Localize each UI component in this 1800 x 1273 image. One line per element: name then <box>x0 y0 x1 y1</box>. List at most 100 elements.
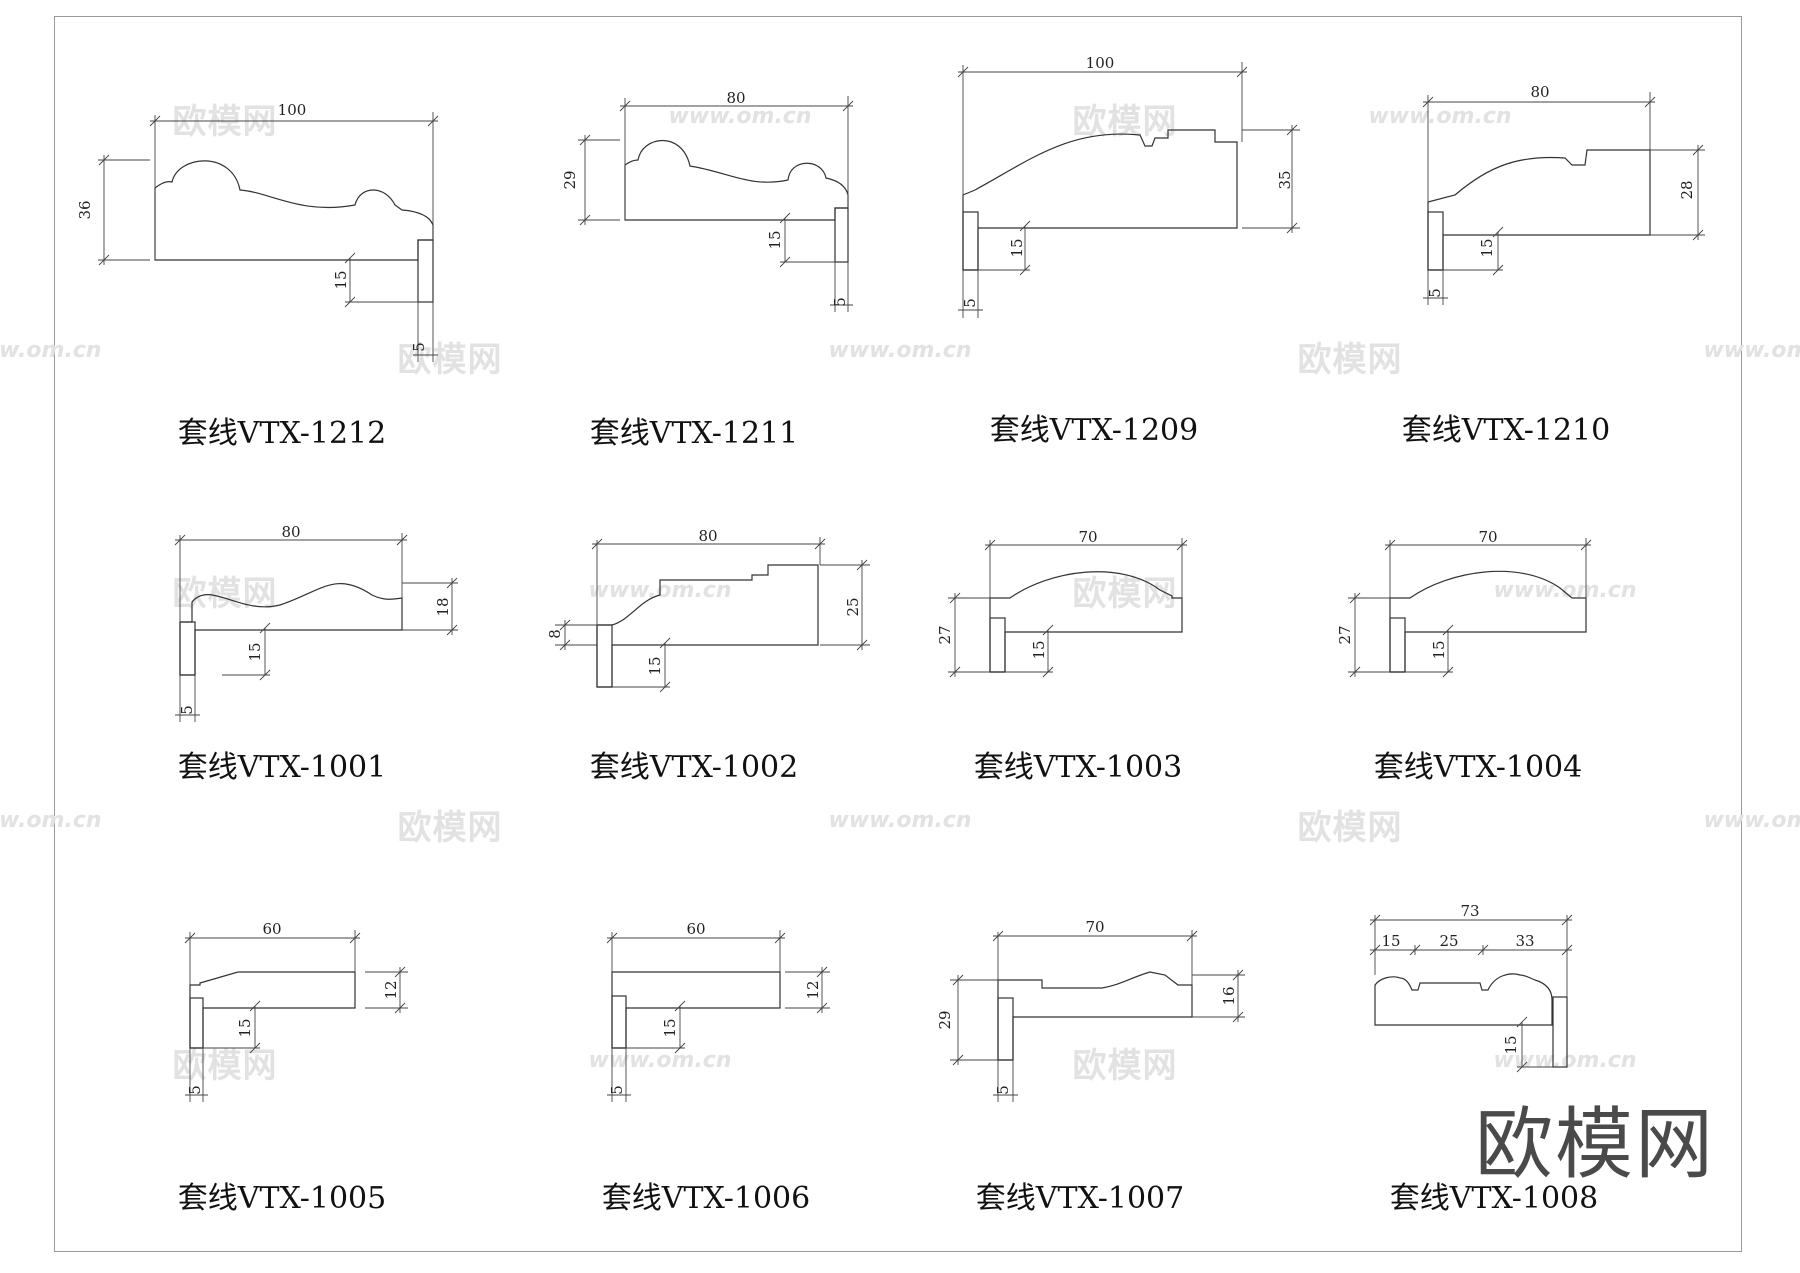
profile-outline <box>596 564 819 688</box>
profile-leg <box>1427 211 1444 271</box>
dim-thickness: 5 <box>178 705 196 715</box>
caption-vtx-1006: 套线VTX-1006 <box>601 1181 811 1216</box>
profile-leg <box>962 211 979 271</box>
watermark-text: 欧模网 <box>1072 574 1178 614</box>
caption-vtx-1008: 套线VTX-1008 <box>1389 1181 1599 1216</box>
dim-width: 73 <box>1460 902 1479 920</box>
watermark-url: www.om.cn <box>1703 808 1800 833</box>
dim-step: 8 <box>546 629 564 639</box>
profile-outline <box>611 971 781 1049</box>
watermark-text: 欧模网 <box>1072 102 1178 142</box>
dim-height: 27 <box>1336 625 1354 644</box>
dim-thickness: 5 <box>410 342 428 352</box>
caption-vtx-1210: 套线VTX-1210 <box>1401 413 1611 448</box>
watermark-text: 欧模网 <box>172 574 278 614</box>
dim-leg: 15 <box>236 1018 254 1037</box>
profile-outline <box>179 583 403 676</box>
dim-height: 18 <box>434 597 452 616</box>
profile-vtx-1006: 60 12 15 5 <box>606 920 830 1102</box>
dim-segment-1: 15 <box>1381 932 1400 950</box>
dim-leg: 15 <box>661 1018 679 1037</box>
dim-width: 60 <box>686 920 705 938</box>
caption-vtx-1212: 套线VTX-1212 <box>177 416 387 451</box>
dim-leg: 15 <box>332 270 350 289</box>
profile-leg <box>179 621 196 676</box>
profile-vtx-1212: 100 36 15 5 <box>76 101 439 362</box>
profile-leg <box>417 239 434 303</box>
dim-height: 27 <box>936 625 954 644</box>
profile-outline <box>1389 570 1587 673</box>
dim-width: 70 <box>1478 528 1497 546</box>
profile-leg <box>1389 617 1406 673</box>
dim-width: 80 <box>698 527 717 545</box>
profile-leg <box>189 997 204 1049</box>
dim-height: 35 <box>1276 170 1294 189</box>
dim-edge: 16 <box>1220 986 1238 1005</box>
profile-vtx-1211: 80 29 15 5 <box>561 89 854 312</box>
profile-outline <box>1427 149 1651 271</box>
profile-outline <box>997 971 1193 1061</box>
profile-leg <box>596 624 613 688</box>
watermark-text: 欧模网 <box>397 340 503 380</box>
watermark-url: www.om.cn <box>1493 1048 1637 1073</box>
dim-thickness: 5 <box>186 1085 204 1095</box>
watermark-url: www.om.cn <box>1493 578 1637 603</box>
profile-leg <box>989 617 1006 673</box>
watermark-text: 欧模网 <box>1297 340 1403 380</box>
profile-vtx-1003: 70 27 15 <box>936 528 1188 678</box>
profile-vtx-1005: 60 12 15 5 <box>184 920 408 1102</box>
profile-outline <box>154 160 434 261</box>
dim-height: 36 <box>76 200 94 219</box>
dim-height: 29 <box>936 1010 954 1029</box>
dim-leg: 15 <box>766 230 784 249</box>
dim-thickness: 5 <box>961 298 979 308</box>
brand-logo: 欧模网 <box>1475 1100 1716 1190</box>
profile-vtx-1008: 73 15 25 33 15 <box>1369 902 1573 1073</box>
profile-vtx-1210: 80 28 15 5 <box>1422 83 1705 305</box>
dim-width: 80 <box>726 89 745 107</box>
profile-vtx-1007: 70 16 29 5 <box>936 918 1245 1102</box>
dim-height: 12 <box>382 980 400 999</box>
watermark-text: 欧模网 <box>1297 808 1403 848</box>
watermark-url: www.om.cn <box>828 808 972 833</box>
dim-width: 70 <box>1078 528 1097 546</box>
dim-leg: 15 <box>1430 640 1448 659</box>
profile-leg <box>834 207 849 263</box>
dim-width: 80 <box>1530 83 1549 101</box>
profile-outline <box>962 129 1238 271</box>
dim-thickness: 5 <box>994 1085 1012 1095</box>
dim-leg: 15 <box>646 656 664 675</box>
profile-vtx-1209: 100 35 15 5 <box>957 54 1300 318</box>
dim-segment-3: 33 <box>1515 932 1534 950</box>
dim-leg: 15 <box>246 642 264 661</box>
watermark-url: www.om.cn <box>1703 338 1800 363</box>
dim-width: 100 <box>278 101 307 119</box>
drawing-frame <box>54 16 1742 1252</box>
dim-height: 12 <box>804 980 822 999</box>
profile-outline <box>989 571 1183 673</box>
caption-vtx-1004: 套线VTX-1004 <box>1373 750 1583 785</box>
dim-leg: 15 <box>1502 1035 1520 1054</box>
dim-width: 80 <box>281 523 300 541</box>
caption-vtx-1002: 套线VTX-1002 <box>589 750 799 785</box>
dim-height: 29 <box>561 170 579 189</box>
dim-leg: 15 <box>1008 238 1026 257</box>
watermark-url: www.om.cn <box>1368 104 1512 129</box>
watermark-url: www.om.cn <box>0 338 102 363</box>
caption-vtx-1003: 套线VTX-1003 <box>973 750 1183 785</box>
profile-vtx-1004: 70 27 15 <box>1336 528 1592 678</box>
profile-leg <box>611 995 627 1049</box>
watermark-url: www.om.cn <box>0 808 102 833</box>
caption-vtx-1001: 套线VTX-1001 <box>177 750 387 785</box>
watermark-url: www.om.cn <box>828 338 972 363</box>
watermark-text: 欧模网 <box>172 102 278 142</box>
watermark-text: 欧模网 <box>1072 1046 1178 1086</box>
profile-outline <box>189 971 356 1049</box>
caption-vtx-1209: 套线VTX-1209 <box>989 413 1199 448</box>
profile-leg <box>1552 996 1568 1068</box>
profile-vtx-1002: 80 25 8 15 <box>546 527 870 693</box>
dim-leg: 15 <box>1478 238 1496 257</box>
watermark-text: 欧模网 <box>397 808 503 848</box>
dim-width: 60 <box>262 920 281 938</box>
profile-outline <box>624 140 849 221</box>
